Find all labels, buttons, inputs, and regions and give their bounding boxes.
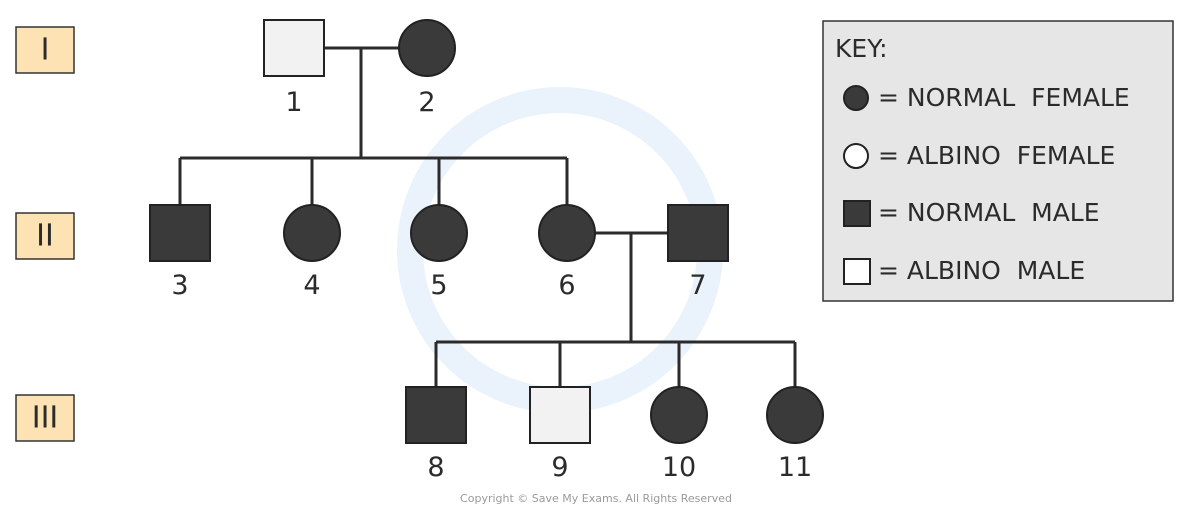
individual-number: 11: [778, 452, 812, 483]
normal-female-symbol: [398, 19, 456, 77]
key-entry-text: = NORMAL MALE: [878, 198, 1100, 227]
normal-male-symbol: [149, 204, 211, 262]
individual-10: 10: [650, 386, 708, 483]
normal-female-symbol: [283, 204, 341, 262]
generation-label-2: II: [15, 212, 75, 260]
individual-number: 6: [558, 270, 575, 301]
normal-female-symbol: [538, 204, 596, 262]
individual-1: 1: [263, 19, 325, 118]
empty-circle-icon: [843, 143, 869, 169]
individual-7: 7: [667, 204, 729, 301]
key-entry-normal-female: = NORMAL FEMALE: [843, 83, 1130, 112]
albino-male-symbol: [529, 386, 591, 444]
key-panel: KEY: = NORMAL FEMALE = ALBINO FEMALE = N…: [822, 20, 1174, 302]
individual-11: 11: [766, 386, 824, 483]
individual-3: 3: [149, 204, 211, 301]
individual-6: 6: [538, 204, 596, 301]
individual-2: 2: [398, 19, 456, 118]
individual-number: 4: [303, 270, 320, 301]
individual-number: 9: [551, 452, 568, 483]
individual-9: 9: [529, 386, 591, 483]
generation-label-3: III: [15, 394, 75, 442]
key-title: KEY:: [835, 34, 888, 63]
filled-square-icon: [843, 200, 871, 227]
individual-number: 3: [171, 270, 188, 301]
normal-female-symbol: [410, 204, 468, 262]
key-entry-albino-male: = ALBINO MALE: [843, 256, 1085, 285]
key-entry-text: = ALBINO FEMALE: [878, 141, 1115, 170]
key-entry-text: = NORMAL FEMALE: [878, 83, 1130, 112]
empty-square-icon: [843, 258, 871, 285]
pedigree-lines: [178, 46, 797, 387]
individual-number: 7: [689, 270, 706, 301]
individual-4: 4: [283, 204, 341, 301]
individual-number: 10: [662, 452, 696, 483]
normal-male-symbol: [405, 386, 467, 444]
individual-number: 1: [285, 87, 302, 118]
individual-5: 5: [410, 204, 468, 301]
filled-circle-icon: [843, 85, 869, 111]
key-entry-text: = ALBINO MALE: [878, 256, 1085, 285]
generation-text-3: III: [32, 401, 59, 436]
generation-label-1: I: [15, 26, 75, 74]
copyright-notice: Copyright © Save My Exams. All Rights Re…: [460, 492, 732, 505]
generation-text-1: I: [41, 33, 50, 68]
individual-8: 8: [405, 386, 467, 483]
key-entry-albino-female: = ALBINO FEMALE: [843, 141, 1115, 170]
individual-number: 8: [427, 452, 444, 483]
key-entry-normal-male: = NORMAL MALE: [843, 198, 1100, 227]
individual-number: 5: [430, 270, 447, 301]
normal-female-symbol: [766, 386, 824, 444]
normal-female-symbol: [650, 386, 708, 444]
generation-text-2: II: [36, 219, 54, 254]
individual-number: 2: [418, 87, 435, 118]
albino-male-symbol: [263, 19, 325, 77]
normal-male-symbol: [667, 204, 729, 262]
